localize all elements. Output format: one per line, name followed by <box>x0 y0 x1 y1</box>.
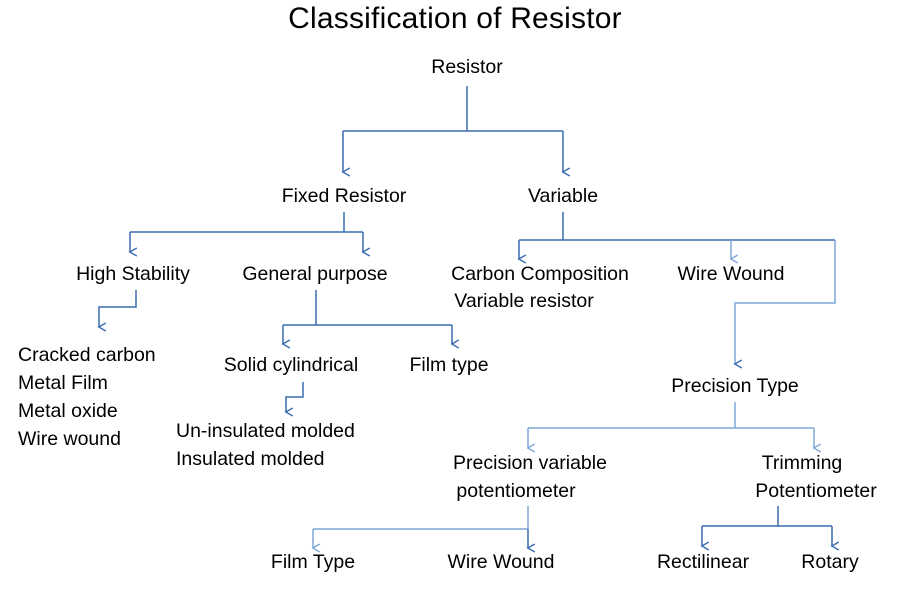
node-wire-wound-leaf[interactable]: Wire Wound <box>447 551 555 573</box>
edge-highstability-to-list <box>97 290 137 332</box>
node-un-insulated-molded[interactable]: Un-insulated molded <box>176 420 355 442</box>
page-title: Classification of Resistor <box>288 2 622 35</box>
node-variable[interactable]: Variable <box>527 185 599 207</box>
node-carbon-composition[interactable]: Carbon Composition <box>451 263 629 285</box>
node-metal-oxide[interactable]: Metal oxide <box>18 400 118 422</box>
edge-wirewound-to-precision <box>733 240 836 369</box>
node-metal-film[interactable]: Metal Film <box>18 372 108 394</box>
node-carbon-composition-line2[interactable]: Variable resistor <box>454 290 594 312</box>
node-general-purpose[interactable]: General purpose <box>242 263 388 285</box>
node-trimming-line1[interactable]: Trimming <box>761 452 843 474</box>
node-film-type-general[interactable]: Film type <box>409 354 489 376</box>
node-insulated-molded[interactable]: Insulated molded <box>176 448 325 470</box>
node-rotary[interactable]: Rotary <box>801 551 859 573</box>
node-wire-wound-list[interactable]: Wire wound <box>18 428 121 450</box>
node-rectilinear[interactable]: Rectilinear <box>656 551 750 573</box>
node-wire-wound-variable[interactable]: Wire Wound <box>677 263 785 285</box>
node-solid-cylindrical[interactable]: Solid cylindrical <box>223 354 359 376</box>
node-film-type-leaf[interactable]: Film Type <box>270 551 356 573</box>
node-fixed-resistor[interactable]: Fixed Resistor <box>281 185 407 207</box>
node-precision-type[interactable]: Precision Type <box>671 375 799 397</box>
node-high-stability[interactable]: High Stability <box>76 263 190 285</box>
node-precision-variable-line2[interactable]: potentiometer <box>456 480 576 502</box>
node-precision-variable-line1[interactable]: Precision variable <box>453 452 607 474</box>
node-cracked-carbon[interactable]: Cracked carbon <box>18 344 156 366</box>
edge-solid-to-molded <box>284 382 304 417</box>
node-resistor[interactable]: Resistor <box>431 56 503 78</box>
node-trimming-line2[interactable]: Potentiometer <box>755 480 877 502</box>
